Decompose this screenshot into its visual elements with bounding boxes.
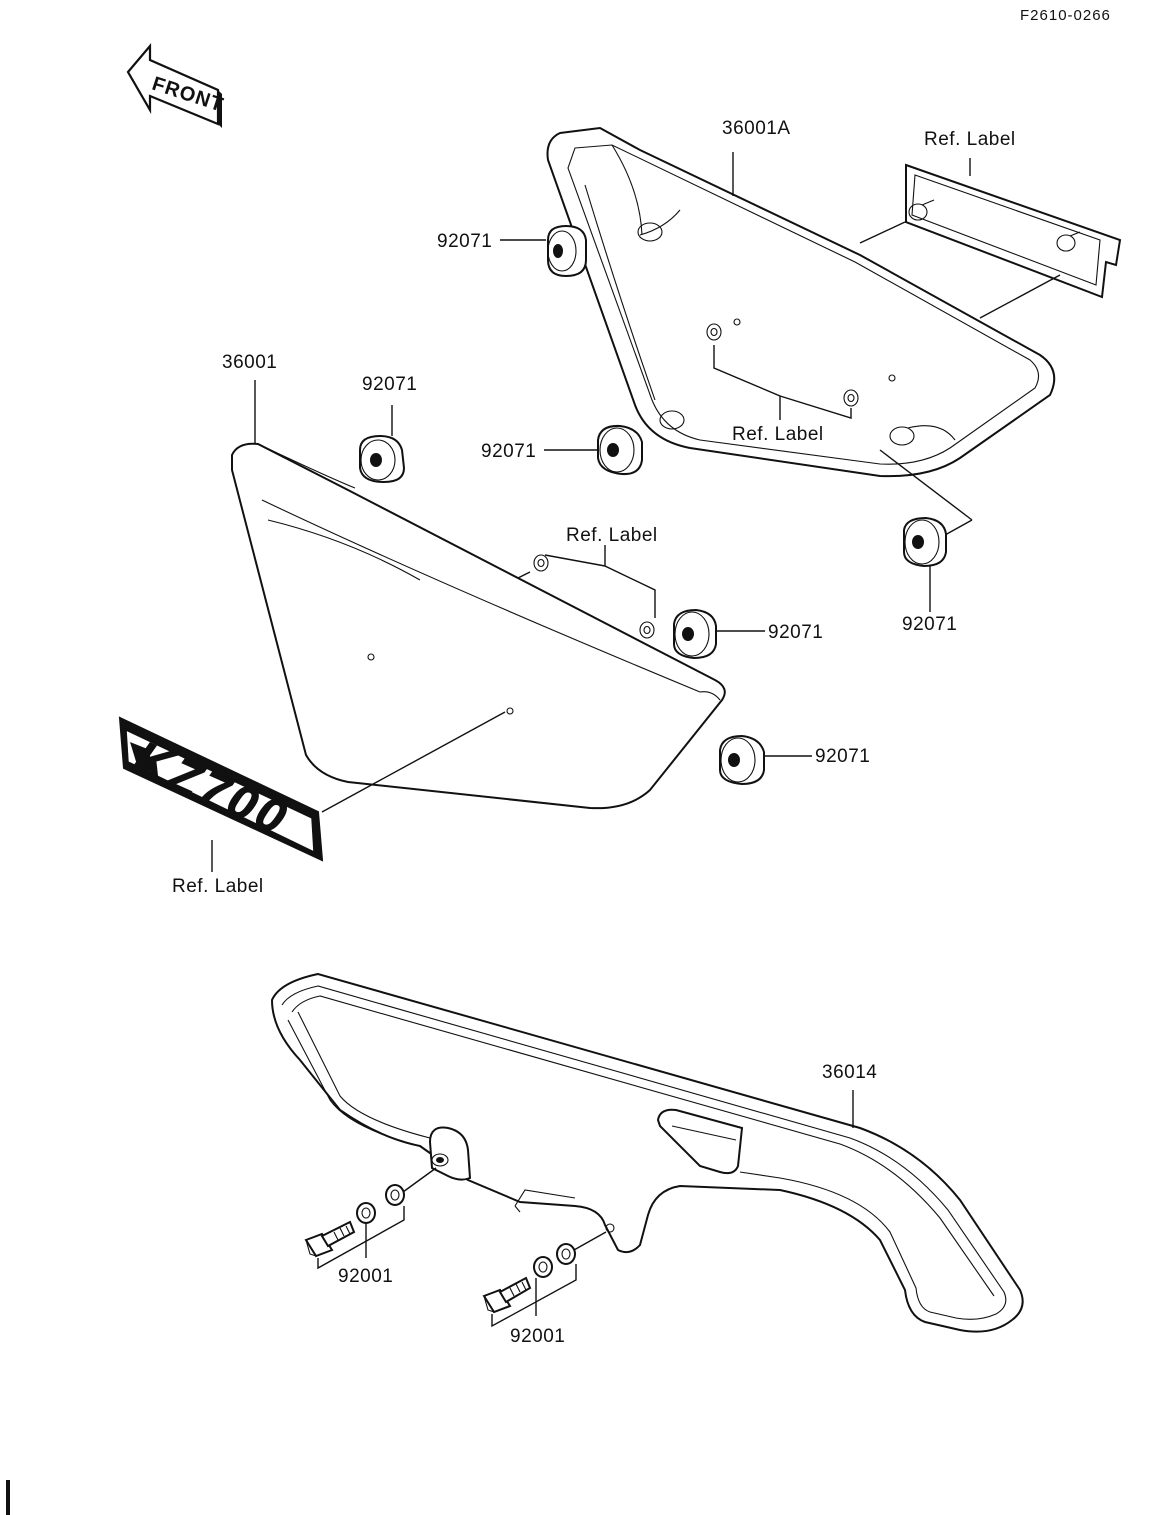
emblem-text: KZ700 — [126, 732, 297, 847]
chain-guard-36014 — [270, 972, 1024, 1333]
label-92071-a: 92071 — [437, 231, 492, 252]
leader-plate-1 — [859, 221, 906, 244]
leader-bolt-a-mount — [402, 1167, 437, 1193]
label-plate-top — [905, 163, 1122, 299]
leader-ref-label-mid — [517, 545, 656, 618]
leader-bolt-b-bracket — [491, 1264, 577, 1328]
ref-label-mid: Ref. Label — [566, 525, 658, 546]
leader-bolt-a-bracket — [317, 1206, 405, 1270]
grommet-92071-b — [359, 434, 406, 484]
diagram-code: F2610-0266 — [1020, 7, 1111, 24]
leader-emblem-mount — [321, 711, 506, 813]
ref-label-upper-mid: Ref. Label — [732, 424, 824, 445]
label-36001: 36001 — [222, 352, 277, 373]
label-92001-b: 92001 — [510, 1326, 565, 1347]
label-92071-d: 92071 — [902, 614, 957, 635]
leader-bolt-b-mount — [573, 1231, 607, 1251]
leader-ref-label-upper-mid — [713, 345, 852, 420]
label-92071-f: 92071 — [815, 746, 870, 767]
grommet-92071-e — [673, 608, 717, 660]
label-36014: 36014 — [822, 1062, 877, 1083]
ref-label-top: Ref. Label — [924, 129, 1016, 150]
bolt-92001-b — [482, 1243, 576, 1314]
leader-plate-2 — [979, 274, 1061, 319]
side-cover-36001a — [546, 126, 1056, 478]
grommet-92071-c — [597, 424, 643, 476]
grommet-92071-f — [719, 734, 765, 786]
label-92001-a: 92001 — [338, 1266, 393, 1287]
scan-mark — [6, 1480, 10, 1515]
side-cover-36001 — [231, 442, 726, 810]
label-36001a: 36001A — [722, 118, 791, 139]
grommet-92071-d — [903, 516, 947, 568]
label-92071-b: 92071 — [362, 374, 417, 395]
leader-grommet-d-1 — [879, 449, 973, 521]
grommet-92071-a — [547, 224, 587, 278]
ref-label-emblem: Ref. Label — [172, 876, 264, 897]
leader-grommet-d-2 — [944, 519, 973, 536]
leader-ref-label-mid-2 — [544, 554, 606, 567]
kz700-emblem: KZ700 — [118, 716, 324, 862]
bolt-92001-a — [304, 1184, 405, 1258]
front-arrow-icon: FRONT — [126, 42, 226, 128]
label-92071-e: 92071 — [768, 622, 823, 643]
label-92071-c: 92071 — [481, 441, 536, 462]
